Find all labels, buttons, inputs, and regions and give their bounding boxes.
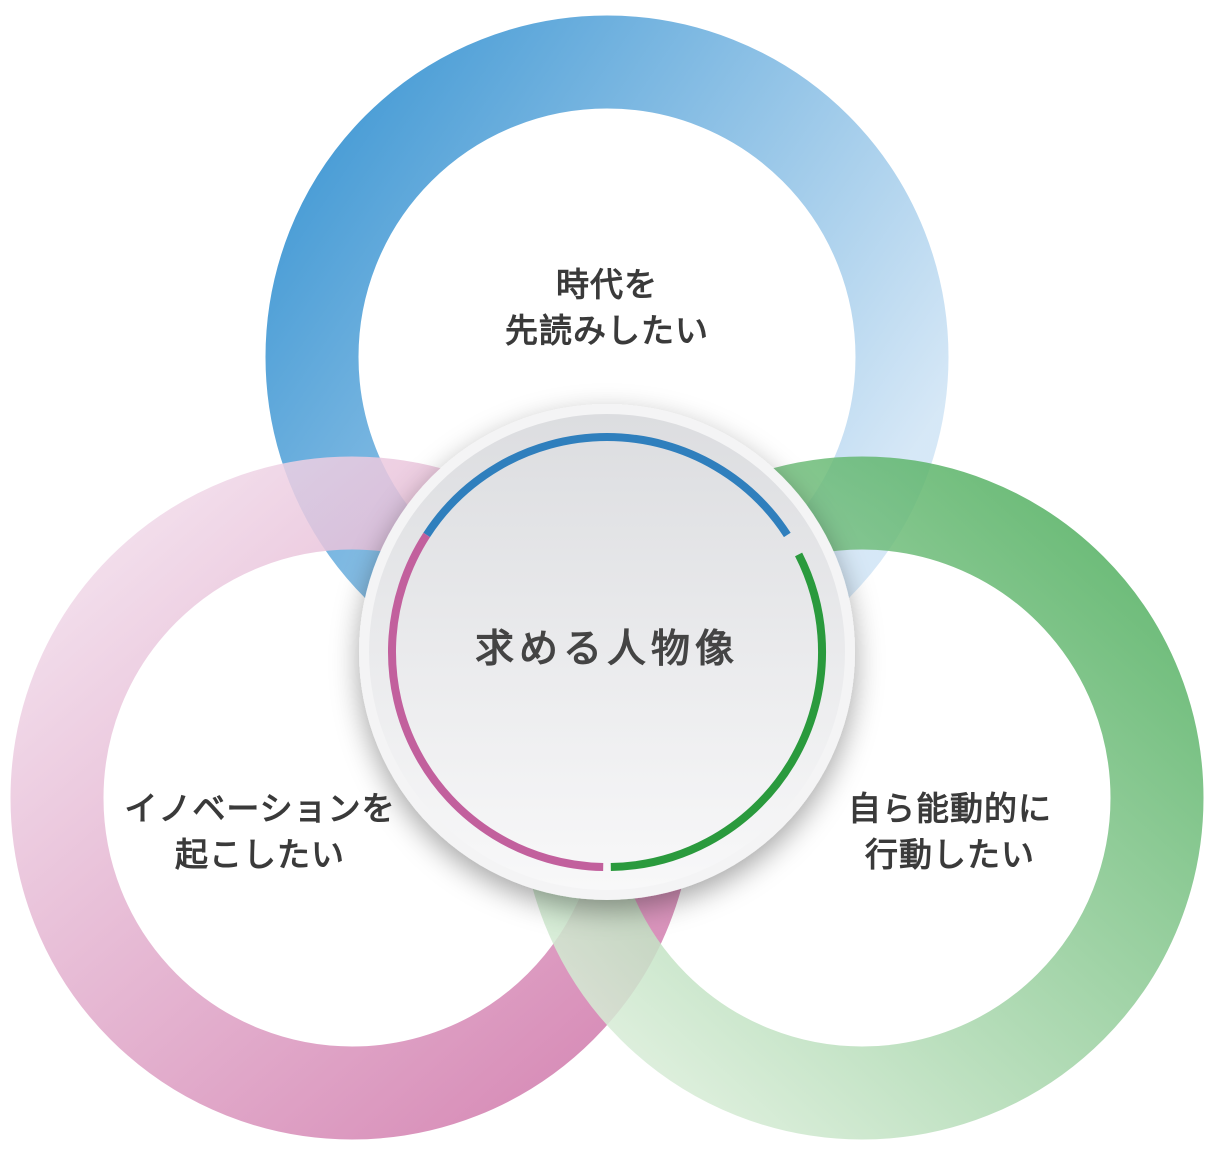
ring-top-label-line-2: 先読みしたい: [505, 311, 709, 350]
ring-right-label-line-1: 自ら能動的に: [848, 789, 1052, 828]
ring-top-label-line-1: 時代を: [556, 265, 658, 304]
ring-top-label: 時代を 先読みしたい: [407, 262, 807, 354]
ring-right-label: 自ら能動的に 行動したい: [750, 786, 1150, 878]
center-arc-right: [610, 552, 826, 871]
ring-left-label: イノベーションを 起こしたい: [60, 786, 460, 878]
ring-right-label-line-2: 行動したい: [865, 835, 1035, 874]
center-arc-left: [388, 532, 604, 871]
ring-left-label-line-2: 起こしたい: [175, 835, 345, 874]
center-disc: [369, 414, 845, 890]
center-title: 求める人物像: [474, 627, 739, 672]
ring-left-label-line-1: イノベーションを: [124, 789, 396, 828]
center-arc-top: [423, 433, 791, 538]
